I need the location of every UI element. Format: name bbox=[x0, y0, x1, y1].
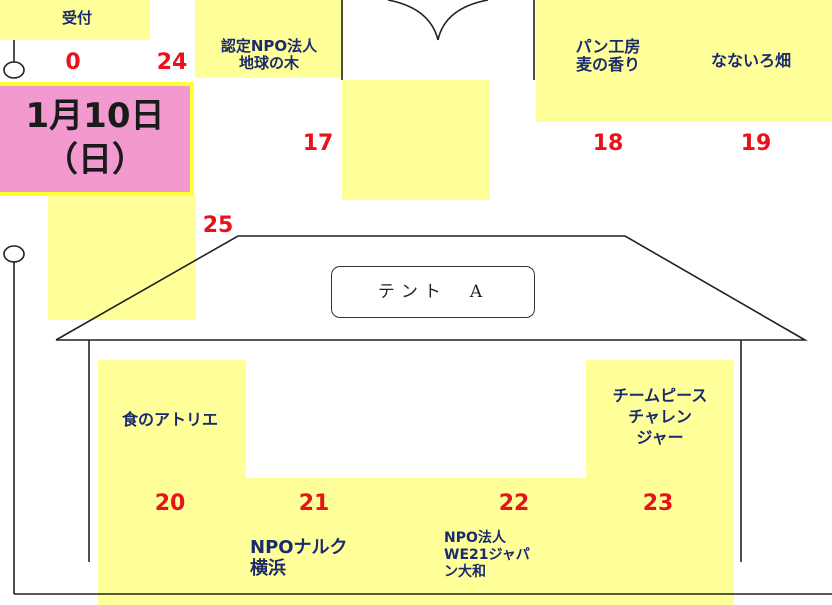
booth-23-name: チームピース チャレン ジャー bbox=[586, 386, 734, 448]
booth-number-17: 17 bbox=[302, 131, 334, 156]
booth-21-name-line-1: NPOナルク bbox=[250, 537, 348, 558]
booth-area-reception bbox=[0, 0, 150, 40]
booth-24-name-line-1: 認定NPO法人 bbox=[220, 37, 318, 55]
booth-21-name: NPOナルク 横浜 bbox=[250, 537, 390, 579]
date-line-2: （日） bbox=[44, 140, 146, 180]
reception-label: 受付 bbox=[61, 9, 92, 27]
booth-area-24 bbox=[195, 0, 343, 78]
booth-area-23 bbox=[586, 360, 734, 605]
booth-number-20: 20 bbox=[154, 491, 186, 516]
booth-22-name: NPO法人 WE21ジャパ ン大和 bbox=[444, 530, 574, 580]
booth-18-name: パン工房 麦の香り bbox=[548, 37, 668, 75]
booth-area-17 bbox=[342, 80, 490, 200]
booth-number-18: 18 bbox=[592, 131, 624, 156]
booth-number-22: 22 bbox=[498, 491, 530, 516]
booth-area-left bbox=[48, 196, 196, 320]
event-date: 1月10日 （日） bbox=[0, 82, 194, 196]
booth-19-name: なないろ畑 bbox=[710, 51, 791, 70]
booth-number-21: 21 bbox=[298, 491, 330, 516]
booth-24-name: 認定NPO法人 地球の木 bbox=[198, 37, 340, 73]
booth-21-name-line-2: 横浜 bbox=[250, 557, 286, 579]
booth-24-name-line-2: 地球の木 bbox=[238, 54, 299, 73]
date-line-1: 1月10日 bbox=[25, 96, 165, 136]
booth-number-19: 19 bbox=[740, 131, 772, 156]
booth-number-23: 23 bbox=[642, 491, 674, 516]
booth-23-name-line-3: ジャー bbox=[636, 427, 684, 447]
booth-18-name-line-2: 麦の香り bbox=[575, 55, 640, 75]
booth-18-name-line-1: パン工房 bbox=[575, 37, 641, 56]
booth-22-name-line-3: ン大和 bbox=[444, 563, 486, 580]
booth-23-name-line-1: チームピース bbox=[612, 386, 708, 405]
booth-area-21-22 bbox=[246, 478, 586, 605]
booth-number-24: 24 bbox=[156, 50, 188, 75]
booth-area-20 bbox=[98, 360, 246, 605]
booth-22-name-line-2: WE21ジャパ bbox=[444, 546, 530, 563]
booth-23-name-line-2: チャレン bbox=[628, 406, 692, 426]
tent-a-label: テント A bbox=[331, 266, 535, 318]
reception-number: 0 bbox=[65, 50, 81, 75]
booth-22-name-line-1: NPO法人 bbox=[444, 530, 506, 546]
booth-area-18-19 bbox=[536, 0, 832, 122]
booth-number-25: 25 bbox=[202, 213, 234, 238]
booth-20-name: 食のアトリエ bbox=[121, 410, 218, 429]
